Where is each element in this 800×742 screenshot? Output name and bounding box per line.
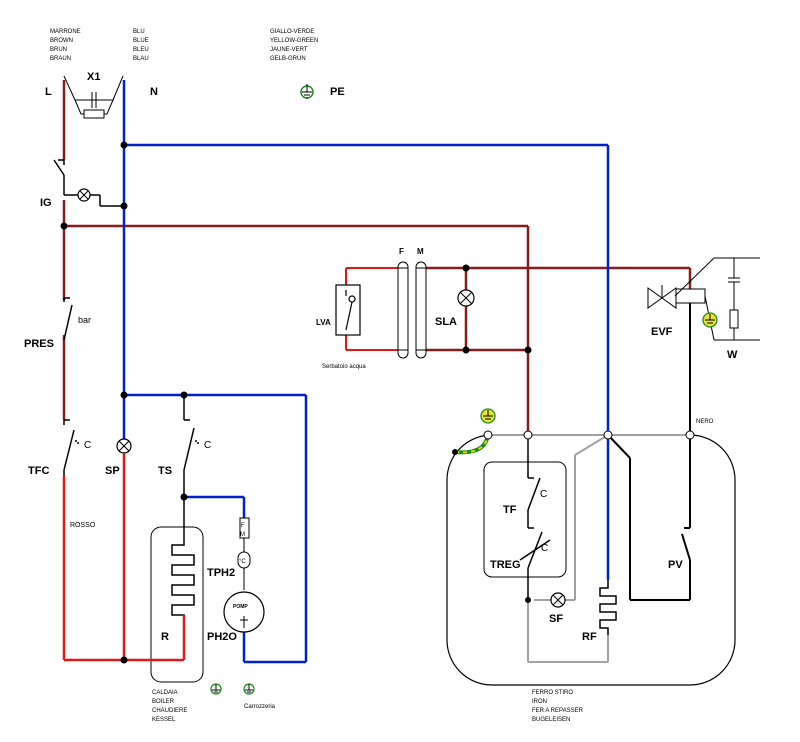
legend-brown-fr: BRUN <box>50 47 67 53</box>
legend-yellow-green: GIALLO-VERDE YELLOW-GREEN JAUNE-VERT GEL… <box>270 29 318 62</box>
tfc-reset-icon <box>75 440 79 444</box>
w-label: W <box>727 349 738 361</box>
ts-switch <box>183 395 195 497</box>
legend-blue-fr: BLEU <box>133 47 149 53</box>
boiler-ground-icon <box>210 683 222 695</box>
treg-c-label: C <box>541 543 548 554</box>
pv-black-wiring <box>607 434 691 601</box>
sp-lamp-icon <box>116 438 132 454</box>
tph2-f-label: F <box>241 523 245 529</box>
sf-label: SF <box>549 613 563 625</box>
caldaia-de: KESSEL <box>152 717 176 723</box>
tph2-deg-label: °C <box>239 559 246 565</box>
legend-brown: MARRONE BROWN BRUN BRAUN <box>50 29 81 62</box>
lva-label: LVA <box>316 318 331 327</box>
red-wiring-left <box>62 476 124 662</box>
carrozzeria-label: Carrozzeria <box>244 704 276 710</box>
legend-yg-de: GELB-GRUN <box>270 56 306 62</box>
sla-lamp-icon <box>457 289 475 307</box>
ferro-it: FERRO STIRO <box>532 690 573 696</box>
boiler-heater-r <box>171 497 195 660</box>
tank-electrodes <box>397 261 427 359</box>
iron-terminals <box>483 430 695 440</box>
terminal-l-label: L <box>45 86 52 98</box>
thermostat-box <box>483 461 567 578</box>
legend-brown-it: MARRONE <box>50 29 81 35</box>
caldaia-it: CALDAIA <box>152 690 178 696</box>
legend-yg-en: YELLOW-GREEN <box>270 38 318 44</box>
legend-brown-en: BROWN <box>50 38 73 44</box>
ferro-en: IRON <box>532 699 547 705</box>
tph2-thermostat <box>237 517 251 590</box>
caldaia-en: BOILER <box>152 699 175 705</box>
tph2-label: TPH2 <box>207 567 235 579</box>
x1-label: X1 <box>87 71 100 83</box>
tf-label: TF <box>503 504 517 516</box>
legend-blue-en: BLUE <box>133 38 149 44</box>
brown-wiring <box>62 80 692 420</box>
ig-switch <box>53 159 124 207</box>
evf-label: EVF <box>651 326 673 338</box>
rf-label: RF <box>582 631 597 643</box>
evf-valve <box>647 285 706 309</box>
terminal-pe-label: PE <box>330 86 345 98</box>
ts-c-label: C <box>204 440 211 451</box>
ferro-de: BUGELEISEN <box>532 717 570 723</box>
pump-icon <box>223 591 265 633</box>
boiler-outline <box>150 526 204 683</box>
ph2o-label: PH2O <box>207 631 237 643</box>
iron-ground-wire <box>452 434 490 455</box>
tfc-switch <box>63 419 75 476</box>
pres-switch <box>63 297 73 341</box>
iron-junction-dots <box>525 597 531 603</box>
pump-pomp-label: POMP <box>233 604 248 610</box>
sf-lamp-icon <box>550 592 566 608</box>
blue-wiring <box>122 80 610 664</box>
legend-blue-it: BLU <box>133 29 145 35</box>
legend-yg-fr: JAUNE-VERT <box>270 47 308 53</box>
tank-f-label: F <box>399 247 404 256</box>
ts-reset-icon <box>195 440 199 444</box>
pv-label: PV <box>668 559 683 571</box>
ig-label: IG <box>40 197 52 209</box>
junction-dots <box>60 141 532 664</box>
legend-blue: BLU BLUE BLEU BLAU <box>133 29 149 62</box>
boiler-red-return <box>124 615 186 662</box>
sp-label: SP <box>105 465 120 477</box>
tf-c-label: C <box>540 489 547 500</box>
rosso-label: ROSSO <box>70 522 96 529</box>
tf-switch <box>519 435 551 600</box>
serbatoio-label: Serbatoio acqua <box>322 364 366 370</box>
ig-lamp-icon <box>77 188 91 202</box>
pres-bar-label: bar <box>78 315 91 325</box>
terminal-n-label: N <box>150 86 158 98</box>
rf-heater <box>599 580 617 635</box>
legend-brown-de: BRAUN <box>50 56 71 62</box>
sla-label: SLA <box>435 316 457 328</box>
x1-filter <box>63 75 124 119</box>
pe-ground-icon <box>300 84 314 99</box>
treg-label: TREG <box>490 559 521 571</box>
evf-ground-icon <box>702 312 718 328</box>
caldaia-fr: CHAUDIERE <box>152 708 187 714</box>
legend-blue-de: BLAU <box>133 56 149 62</box>
legend-yg-it: GIALLO-VERDE <box>270 29 314 35</box>
ferro-fr: FER A REPASSER <box>532 708 584 714</box>
tfc-c-label: C <box>84 440 91 451</box>
ts-label: TS <box>158 465 172 477</box>
tank-m-label: M <box>417 247 424 256</box>
pres-label: PRES <box>24 338 54 350</box>
tfc-label: TFC <box>28 465 49 477</box>
tph2-m-label: M <box>240 532 245 538</box>
nero-label: NERO <box>696 419 714 425</box>
lva-switch <box>335 284 361 336</box>
carrozzeria-ground-icon <box>243 683 255 695</box>
heater-r-label: R <box>161 631 169 643</box>
iron-gray-wiring <box>527 434 609 663</box>
iron-ground-icon <box>480 408 496 424</box>
